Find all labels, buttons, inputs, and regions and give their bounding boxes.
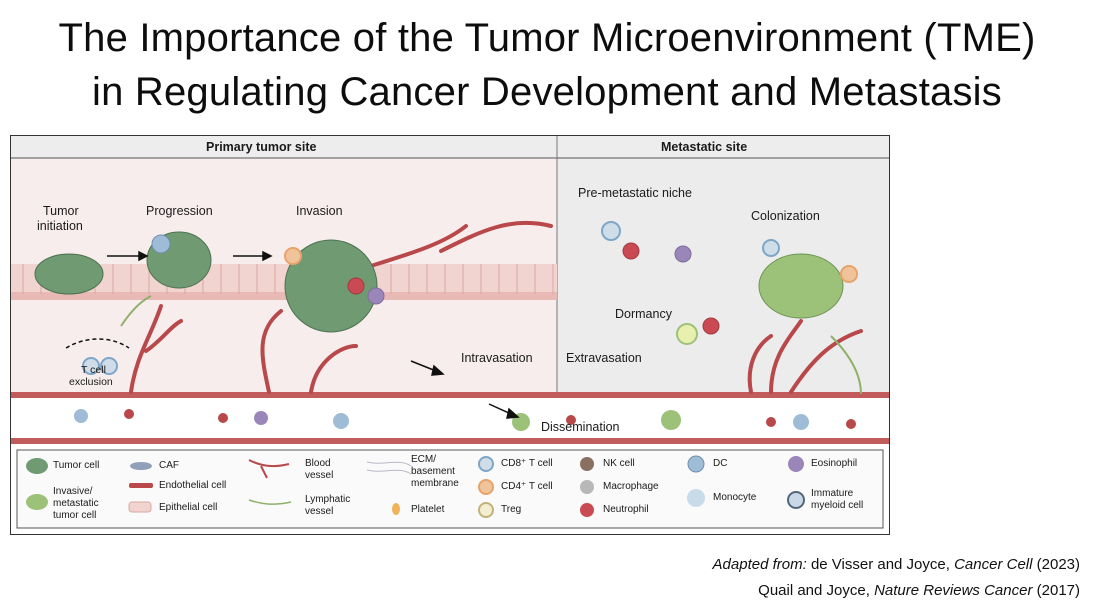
vessel-wall-top — [11, 392, 889, 398]
stage-intravasation: Intravasation — [461, 351, 533, 365]
credit-line-1: Adapted from: de Visser and Joyce, Cance… — [713, 556, 1080, 573]
legend-box — [16, 449, 884, 529]
branching-vessels-metastatic — [747, 319, 863, 394]
legend-invasive-line2: metastatic — [53, 498, 99, 509]
legend-tumor-cell: Tumor cell — [53, 460, 100, 471]
legend-invasive-line3: tumor cell — [53, 510, 97, 521]
legend-swatches — [26, 455, 805, 518]
colonization-mass — [758, 253, 844, 319]
credit-journal-2: Nature Reviews Cancer — [874, 582, 1033, 599]
credit-line-2: Quail and Joyce, Nature Reviews Cancer (… — [758, 582, 1080, 599]
slide-title-line1: The Importance of the Tumor Microenviron… — [58, 16, 1036, 60]
legend-immature-line1: Immature — [811, 488, 854, 499]
slide-title-line2: in Regulating Cancer Development and Met… — [92, 70, 1002, 114]
stage-colonization: Colonization — [751, 209, 820, 223]
credit-authors-2: Quail and Joyce, — [758, 582, 870, 599]
branching-vessels-primary — [129, 220, 553, 394]
legend-monocyte: Monocyte — [713, 492, 757, 503]
legend-epithelial: Epithelial cell — [159, 502, 218, 513]
legend-neutrophil: Neutrophil — [603, 504, 649, 515]
legend-dc: DC — [713, 458, 728, 469]
credit-year-2: (2017) — [1036, 582, 1080, 599]
legend-ecm-line1: ECM/ — [411, 454, 436, 465]
stage-dormancy: Dormancy — [615, 307, 672, 321]
immune-cells — [74, 221, 858, 431]
legend-platelet: Platelet — [411, 504, 445, 515]
legend-blood-vessel-line1: Blood — [305, 458, 331, 469]
metastatic-site-header: Metastatic site — [661, 140, 748, 154]
legend-treg: Treg — [501, 504, 522, 515]
legend-invasive-line1: Invasive/ — [53, 486, 93, 497]
stage-tumor-initiation-line1: Tumor — [43, 204, 79, 218]
header-band — [11, 136, 889, 158]
tme-illustration — [11, 136, 889, 529]
legend-macrophage: Macrophage — [603, 481, 659, 492]
t-cell-exclusion-line2: exclusion — [69, 376, 113, 388]
legend-cd8: CD8⁺ T cell — [501, 458, 553, 469]
tumor-initiation-mass — [34, 253, 104, 295]
legend-nk-cell: NK cell — [603, 458, 635, 469]
legend-caf: CAF — [159, 460, 179, 471]
vessel-wall-bottom — [11, 438, 889, 444]
tme-figure: Primary tumor site Metastatic site Tumor… — [10, 135, 890, 535]
stage-dissemination: Dissemination — [541, 420, 620, 434]
credit-journal-1: Cancer Cell — [954, 556, 1033, 573]
credit-year-1: (2023) — [1036, 556, 1080, 573]
tumor-invasion-mass — [284, 239, 378, 333]
legend-lymphatic-line2: vessel — [305, 506, 334, 517]
credit-prefix: Adapted from: — [712, 556, 807, 573]
legend-endothelial: Endothelial cell — [159, 480, 227, 491]
legend-eosinophil: Eosinophil — [811, 458, 858, 469]
primary-tumor-site-header: Primary tumor site — [206, 140, 317, 154]
progression-arrows — [107, 250, 520, 419]
legend-lymphatic-line1: Lymphatic — [305, 494, 351, 505]
t-cell-exclusion-line1: T cell — [81, 364, 106, 376]
stage-pre-metastatic-niche: Pre-metastatic niche — [578, 186, 692, 200]
lymphatic-vessels — [120, 295, 862, 395]
legend-blood-vessel-line2: vessel — [305, 470, 334, 481]
stage-invasion: Invasion — [296, 204, 343, 218]
credit-authors-1: de Visser and Joyce, — [810, 556, 950, 573]
stage-extravasation: Extravasation — [566, 351, 642, 365]
legend-ecm-line2: basement — [411, 466, 455, 477]
stage-progression: Progression — [146, 204, 213, 218]
blood-vessel-lumen — [11, 392, 889, 446]
legend-ecm-line3: membrane — [411, 478, 459, 489]
legend-immature-line2: myeloid cell — [811, 500, 864, 511]
legend-cd4: CD4⁺ T cell — [501, 481, 553, 492]
stage-tumor-initiation-line2: initiation — [37, 219, 83, 233]
